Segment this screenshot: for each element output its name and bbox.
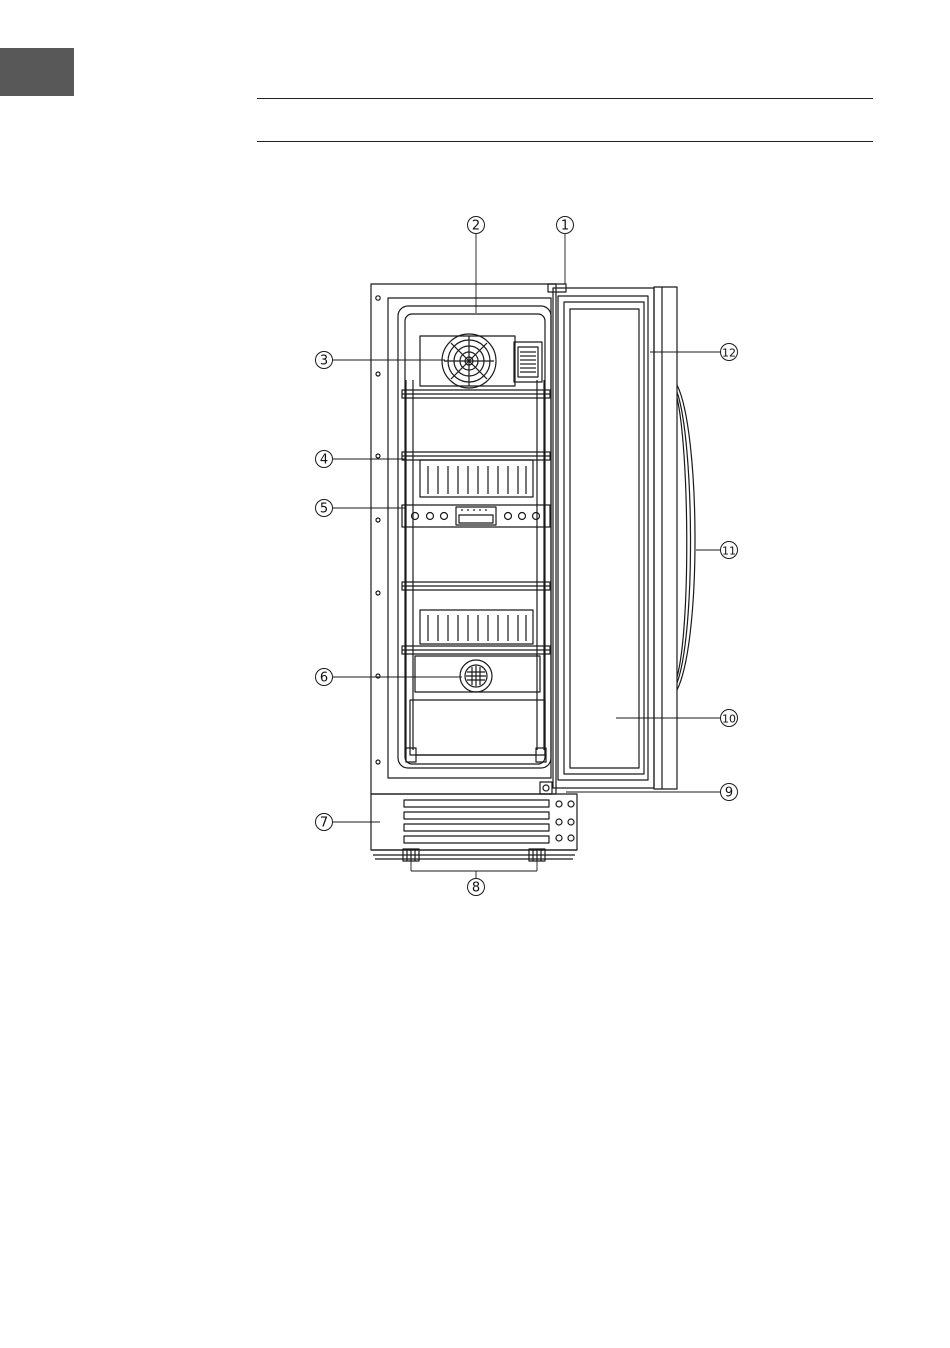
control-panel xyxy=(402,505,550,527)
callout-9: 9 xyxy=(725,786,733,801)
bottom-fan xyxy=(406,656,546,762)
callout-3: 3 xyxy=(320,354,328,369)
callout-8: 8 xyxy=(472,881,480,896)
shelf-3 xyxy=(402,582,550,590)
callout-11: 11 xyxy=(722,545,736,558)
shelf-1 xyxy=(402,390,550,398)
kick-plate xyxy=(371,794,577,859)
shelf-rails xyxy=(406,380,544,750)
shelf-4 xyxy=(402,610,550,654)
door-handle xyxy=(677,385,695,690)
callout-10: 10 xyxy=(722,713,736,726)
callout-4: 4 xyxy=(320,453,328,468)
leader-lines xyxy=(333,233,721,879)
callout-5: 5 xyxy=(320,502,328,517)
callout-1: 1 xyxy=(561,219,569,234)
callout-12: 12 xyxy=(722,347,736,360)
fan-cover xyxy=(420,334,542,388)
callout-6: 6 xyxy=(320,671,328,686)
callout-2: 2 xyxy=(472,219,480,234)
callout-7: 7 xyxy=(320,816,328,831)
shelf-2 xyxy=(402,452,550,497)
